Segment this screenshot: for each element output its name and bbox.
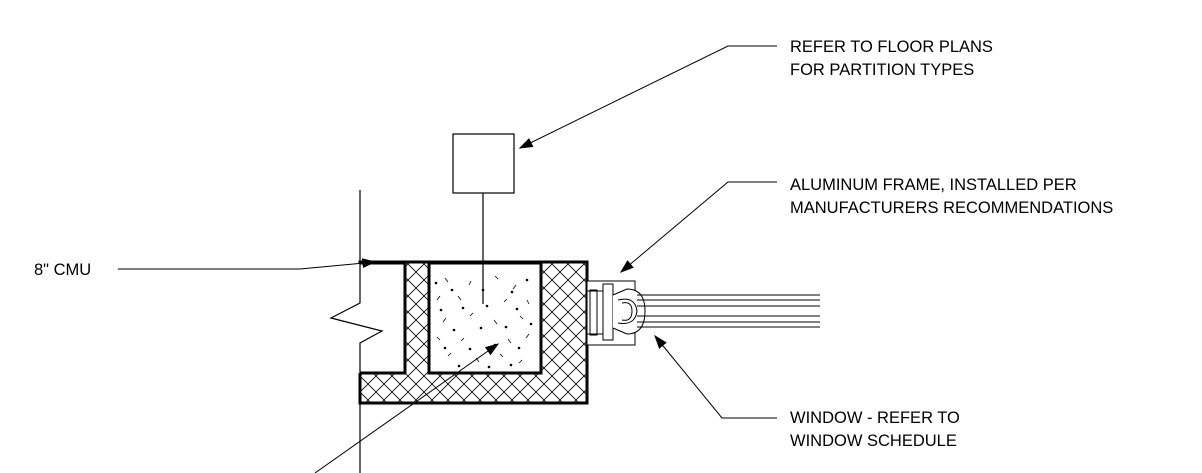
- cmu-block: [328, 260, 589, 405]
- note-partition-line2: FOR PARTITION TYPES: [790, 61, 974, 79]
- note-frame-line1: ALUMINUM FRAME, INSTALLED PER: [790, 176, 1077, 194]
- leader-frame: [619, 181, 777, 273]
- note-window-line2: WINDOW SCHEDULE: [790, 432, 957, 450]
- grout-stipple: [434, 275, 533, 369]
- cmu-open-cell: [328, 263, 405, 373]
- note-cmu: 8" CMU: [34, 261, 91, 279]
- partition-type-tag: [452, 133, 515, 194]
- note-frame-line2: MANUFACTURERS RECOMMENDATIONS: [790, 199, 1113, 217]
- note-partition-line1: REFER TO FLOOR PLANS: [790, 38, 993, 56]
- note-window-line1: WINDOW - REFER TO: [790, 409, 960, 427]
- aluminum-frame: [586, 280, 646, 346]
- leader-window: [654, 334, 777, 419]
- break-line: [329, 263, 384, 373]
- leader-partition: [518, 45, 777, 149]
- leader-lines: [118, 45, 777, 473]
- leader-cmu: [118, 258, 377, 270]
- window-glazing: [637, 294, 820, 328]
- leader-grout: [314, 343, 500, 473]
